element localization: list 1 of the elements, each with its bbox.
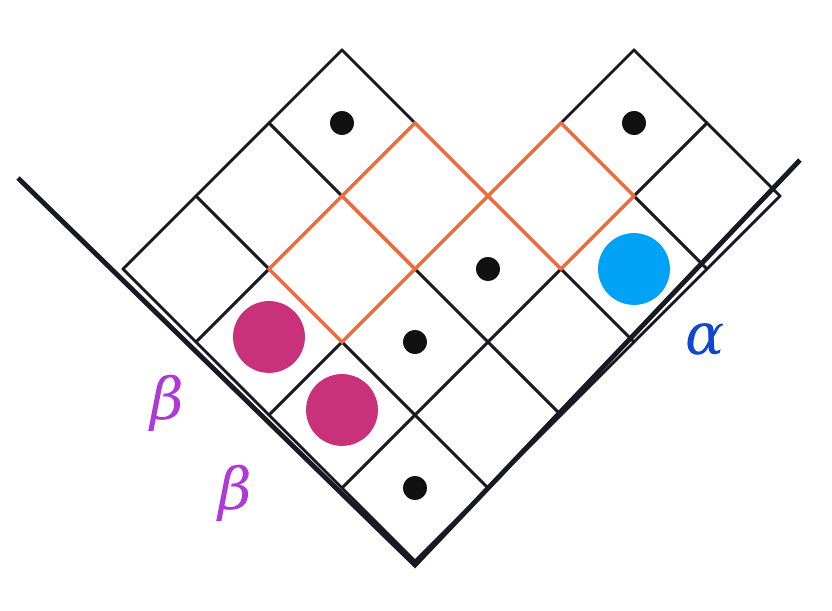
greek-letter-label: α [685,305,724,363]
